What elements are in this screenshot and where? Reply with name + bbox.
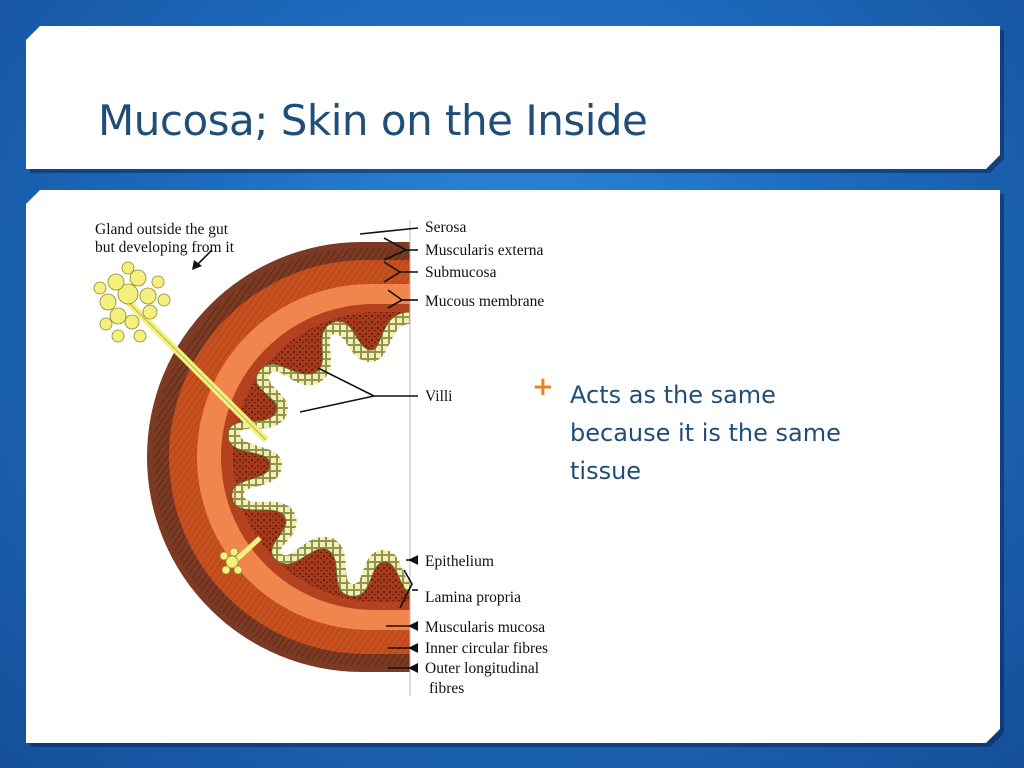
label-inner-circular: Inner circular fibres [425,640,548,657]
arrow-heads [192,260,418,673]
label-outer-longitudinal-2: fibres [429,680,464,697]
title-panel [26,26,1000,169]
label-epithelium: Epithelium [425,553,494,570]
gland-label-line1: Gland outside the gut [95,221,229,238]
label-villi: Villi [425,388,453,405]
label-muscularis-externa: Muscularis externa [425,242,543,259]
gut-wall-diagram: Gland outside the gut but developing fro… [93,219,548,697]
slide-title: Mucosa; Skin on the Inside [98,96,648,145]
label-mucous-membrane: Mucous membrane [425,293,544,310]
plus-icon: + [532,372,554,402]
gland [93,261,269,575]
gland-label-line2: but developing from it [95,239,235,256]
label-serosa: Serosa [425,219,466,236]
lumen [240,324,410,585]
bullet-text: Acts as the same because it is the same … [570,381,841,485]
label-lamina-propria: Lamina propria [425,589,521,606]
label-outer-longitudinal-1: Outer longitudinal [425,660,539,677]
label-muscularis-mucosa: Muscularis mucosa [425,619,545,636]
label-submucosa: Submucosa [425,264,497,281]
